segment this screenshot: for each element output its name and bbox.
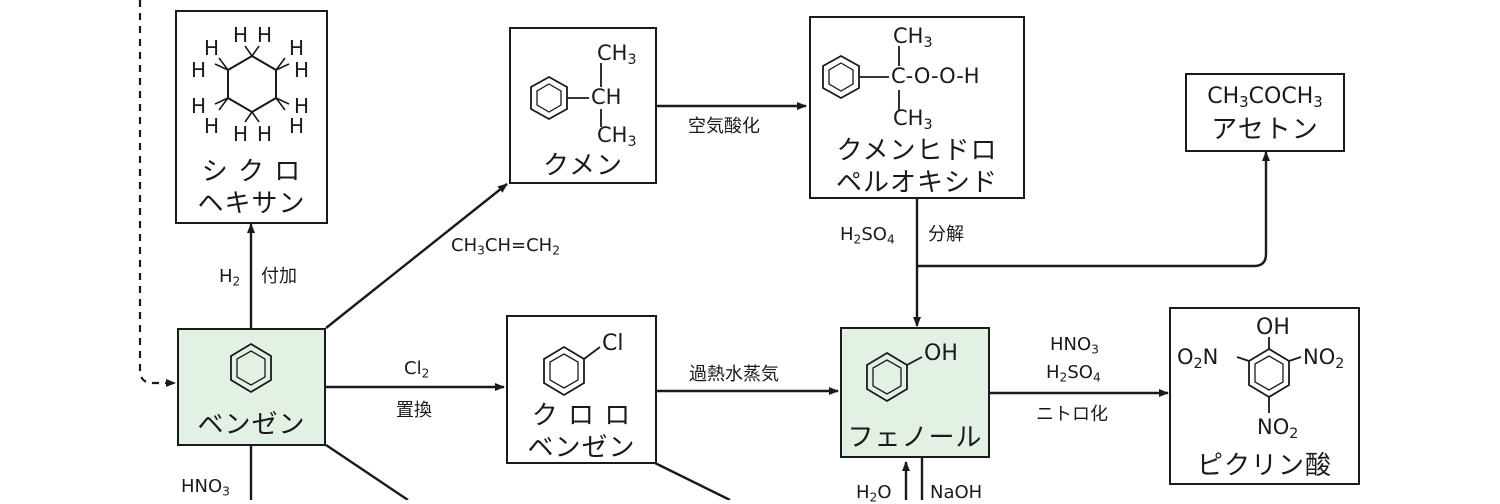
nitration-reagent-2: H2SO4 [1046, 362, 1101, 385]
propylene-reagent: CH3CH=CH2 [451, 235, 560, 258]
cyclohexane-h-11: H [233, 122, 249, 146]
cyclohexane-h-8: H [294, 94, 310, 118]
benzene-box: ベンゼン [177, 328, 326, 446]
cyclohexane-h-12: H [257, 122, 273, 146]
cyclohexane-h-6: H [294, 58, 310, 82]
acetone-formula: CH3COCH3 [1207, 84, 1323, 112]
cumene-hydroperoxide-name: クメンヒドロ ペルオキシド [835, 136, 998, 198]
cyclohexane-h-1: H [233, 23, 249, 47]
benzene-ring [230, 342, 272, 394]
nitration-reagent-1: HNO3 [1050, 334, 1099, 357]
line-chlorobenzene-diagonal-down [654, 461, 731, 500]
cyclohexane-structure [214, 45, 290, 123]
phenol-bottom-left-reagent: H2O [856, 482, 892, 504]
picric-no2-right: NO2 [1303, 345, 1345, 372]
picric-oh: OH [1256, 315, 1290, 340]
acetone-box: CH3COCH3 アセトン [1185, 73, 1345, 152]
hydrogenation-label: 付加 [261, 266, 297, 287]
picric-acid-name: ピクリン酸 [1196, 451, 1332, 481]
nitration-label: ニトロ化 [1036, 404, 1108, 425]
chlorobenzene-cl: Cl [602, 331, 624, 356]
cumene-ch3-bottom: CH3 [597, 123, 637, 150]
acetone-name: アセトン [1211, 115, 1319, 145]
picric-no2-left: O2N [1177, 345, 1219, 372]
cumene-box: CH3 CH CH3 クメン [509, 27, 657, 184]
chlorobenzene-structure [543, 345, 601, 397]
hydrogenation-reagent: H2 [219, 266, 241, 289]
decomposition-label: 分解 [928, 224, 964, 245]
picric-no2-bottom: NO2 [1257, 415, 1299, 442]
phenol-box: OH フェノール [840, 327, 990, 458]
phenol-oh: OH [924, 341, 958, 366]
picric-acid-box: OH O2N NO2 NO2 ピクリン酸 [1169, 307, 1360, 485]
cyclohexane-h-2: H [257, 23, 273, 47]
cyclohexane-h-7: H [191, 94, 207, 118]
cumene-ch: CH [591, 85, 622, 109]
hydroperoxide-ch3-bottom: CH3 [893, 106, 933, 133]
superheated-steam-label: 過熱水蒸気 [689, 364, 779, 385]
cumene-ch3-top: CH3 [597, 41, 637, 68]
phenol-structure [866, 351, 923, 403]
dashed-input-arrow [138, 0, 176, 387]
cyclohexane-h-5: H [191, 58, 207, 82]
chlorination-reagent: Cl2 [404, 358, 430, 381]
benzene-nitration-reagent: HNO3 [181, 476, 230, 499]
arrow-benzene-to-cumene [325, 183, 508, 329]
hydroperoxide-chain: C-O-O-H [891, 64, 980, 88]
cyclohexane-h-4: H [289, 36, 305, 60]
benzene-name: ベンゼン [197, 410, 306, 440]
cumene-structure [530, 63, 602, 127]
air-oxidation-label: 空気酸化 [688, 116, 760, 137]
decomposition-reagent: H2SO4 [840, 224, 895, 247]
phenol-name: フェノール [847, 423, 983, 453]
chlorobenzene-box: Cl ク ロ ロ ベンゼン [506, 315, 657, 464]
chlorination-label: 置換 [396, 400, 432, 421]
line-benzene-diagonal-down [325, 444, 409, 500]
cyclohexane-box: H H H H H H H H H H H H シ ク ロ ヘキサン [175, 10, 328, 224]
cumene-hydroperoxide-box: CH3 C-O-O-H CH3 クメンヒドロ ペルオキシド [809, 16, 1025, 199]
phenol-bottom-right-reagent: NaOH [930, 482, 983, 503]
hydroperoxide-ch3-top: CH3 [893, 24, 933, 51]
arrow-to-acetone [917, 151, 1270, 268]
cyclohexane-h-10: H [289, 114, 305, 138]
cyclohexane-h-9: H [204, 114, 220, 138]
chlorobenzene-name: ク ロ ロ ベンゼン [527, 401, 636, 463]
cyclohexane-h-3: H [204, 36, 220, 60]
picric-acid-structure [1236, 337, 1302, 413]
cumene-hydroperoxide-structure [822, 46, 900, 110]
cyclohexane-name: シ ク ロ ヘキサン [197, 157, 306, 219]
cumene-name: クメン [543, 151, 623, 181]
